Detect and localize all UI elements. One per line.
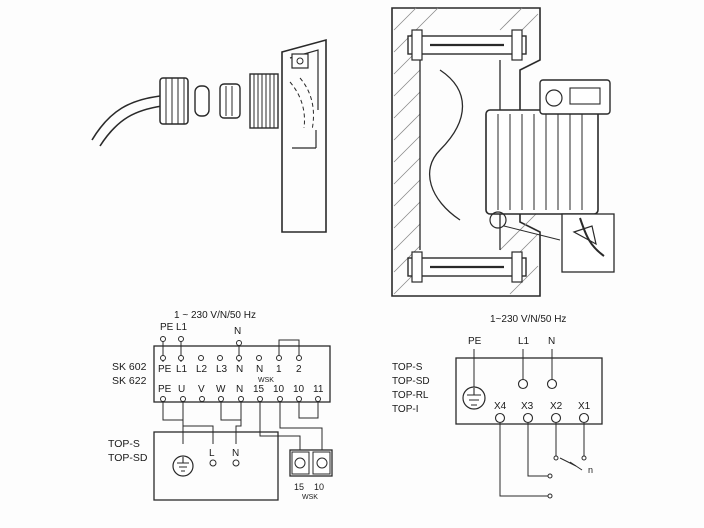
- right-supply-l1-label: L1: [518, 336, 530, 347]
- earth-icon-right: [462, 386, 486, 410]
- strip-top-2: 2: [296, 364, 302, 375]
- wsk-terminal-15-label: 15: [294, 482, 304, 492]
- wiring-diagram-sk602: 1 ~ 230 V/N/50 Hz PE L1 N SK 602 SK 622 …: [108, 310, 333, 501]
- strip-bottom-n: N: [236, 384, 243, 395]
- strip-top-n2: N: [256, 364, 263, 375]
- pump-model-top-sd: TOP-SD: [392, 376, 430, 387]
- pump-cross-section-illustration: [391, 7, 615, 297]
- wiring-diagram-top-series: 1~230 V/N/50 Hz PE L1 N TOP-S TOP-SD TOP…: [392, 314, 603, 499]
- pump-terminal-l-label: L: [209, 448, 215, 459]
- supply-l1-label: L1: [176, 322, 188, 333]
- strip-bottom-10b: 10: [293, 384, 305, 395]
- strip-top-terminals: [160, 355, 302, 361]
- strip-top-l2: L2: [196, 364, 208, 375]
- wsk-terminal-10-label: 10: [314, 482, 324, 492]
- strip-bottom-v: V: [198, 384, 205, 395]
- pump-terminal-box-left: [153, 431, 279, 501]
- supply-pe-label: PE: [160, 322, 174, 333]
- cable-gland-illustration: [91, 38, 327, 233]
- strip-top-n1: N: [236, 364, 243, 375]
- wsk-terminal-block: [289, 449, 333, 477]
- pump-model-top-s: TOP-S: [392, 362, 423, 373]
- strip-bottom-11: 11: [313, 384, 324, 395]
- strip-bottom-terminals: [160, 396, 321, 402]
- terminal-x3-label: X3: [521, 401, 534, 412]
- strip-bottom-pe: PE: [158, 384, 172, 395]
- model-sk622-label: SK 622: [112, 375, 147, 387]
- pump-model-top-sd-left: TOP-SD: [108, 452, 148, 464]
- supply-label-right: 1~230 V/N/50 Hz: [490, 314, 566, 325]
- pump-model-top-s-left: TOP-S: [108, 438, 140, 450]
- terminal-x4-label: X4: [494, 401, 507, 412]
- strip-bottom-w: W: [216, 384, 226, 395]
- strip-top-l1: L1: [176, 364, 188, 375]
- supply-n-label: N: [234, 326, 241, 337]
- strip-top-l3: L3: [216, 364, 228, 375]
- pump-terminal-box-right: [455, 357, 603, 425]
- earth-icon: [172, 455, 194, 477]
- sk602-terminal-box: [153, 345, 331, 403]
- strip-bottom-10a: 10: [273, 384, 285, 395]
- model-sk602-label: SK 602: [112, 361, 147, 373]
- pump-terminal-n-label: N: [232, 448, 239, 459]
- pump-model-top-rl: TOP-RL: [392, 390, 429, 401]
- terminal-x2-label: X2: [550, 401, 563, 412]
- pump-model-top-i: TOP-I: [392, 404, 418, 415]
- strip-bottom-u: U: [178, 384, 185, 395]
- strip-top-pe: PE: [158, 364, 172, 375]
- terminal-x1-label: X1: [578, 401, 591, 412]
- right-supply-n-label: N: [548, 336, 555, 347]
- right-supply-pe-label: PE: [468, 336, 482, 347]
- strip-bottom-15: 15: [253, 384, 265, 395]
- supply-label-left: 1 ~ 230 V/N/50 Hz: [174, 310, 256, 321]
- strip-top-wsk-label: WSK: [258, 377, 274, 384]
- strip-top-1: 1: [276, 364, 282, 375]
- wsk-label: WSK: [302, 494, 318, 501]
- switch-n-label: n: [588, 465, 593, 475]
